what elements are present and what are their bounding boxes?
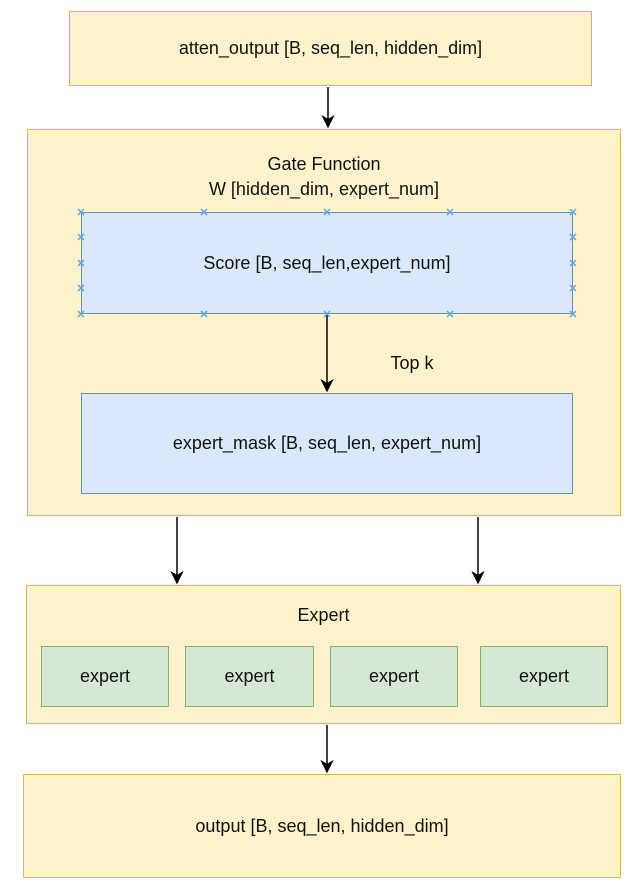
expert-node-3: expert — [330, 646, 458, 707]
expert-mask-node-label: expert_mask [B, seq_len, expert_num] — [172, 433, 482, 453]
topk-label: Top k — [390, 353, 434, 373]
expert-node-label: expert — [518, 666, 570, 686]
expert-node-2: expert — [185, 646, 314, 707]
input-node-label: atten_output [B, seq_len, hidden_dim] — [178, 38, 483, 58]
expert-mask-node: expert_mask [B, seq_len, expert_num] — [81, 393, 573, 494]
score-node[interactable]: Score [B, seq_len,expert_num] — [81, 212, 573, 314]
expert-node-4: expert — [480, 646, 608, 707]
expert-node-label: expert — [79, 666, 131, 686]
input-node: atten_output [B, seq_len, hidden_dim] — [69, 11, 592, 86]
output-node: output [B, seq_len, hidden_dim] — [23, 774, 621, 878]
output-node-label: output [B, seq_len, hidden_dim] — [195, 815, 449, 836]
expert-container-title: Expert — [297, 605, 350, 625]
expert-node-label: expert — [368, 666, 420, 686]
expert-node-1: expert — [41, 646, 169, 707]
score-node-label: Score [B, seq_len,expert_num] — [203, 252, 451, 273]
gate-weight-label: W [hidden_dim, expert_num] — [208, 179, 440, 199]
gate-function-title: Gate Function — [267, 154, 381, 174]
expert-node-label: expert — [224, 666, 275, 686]
